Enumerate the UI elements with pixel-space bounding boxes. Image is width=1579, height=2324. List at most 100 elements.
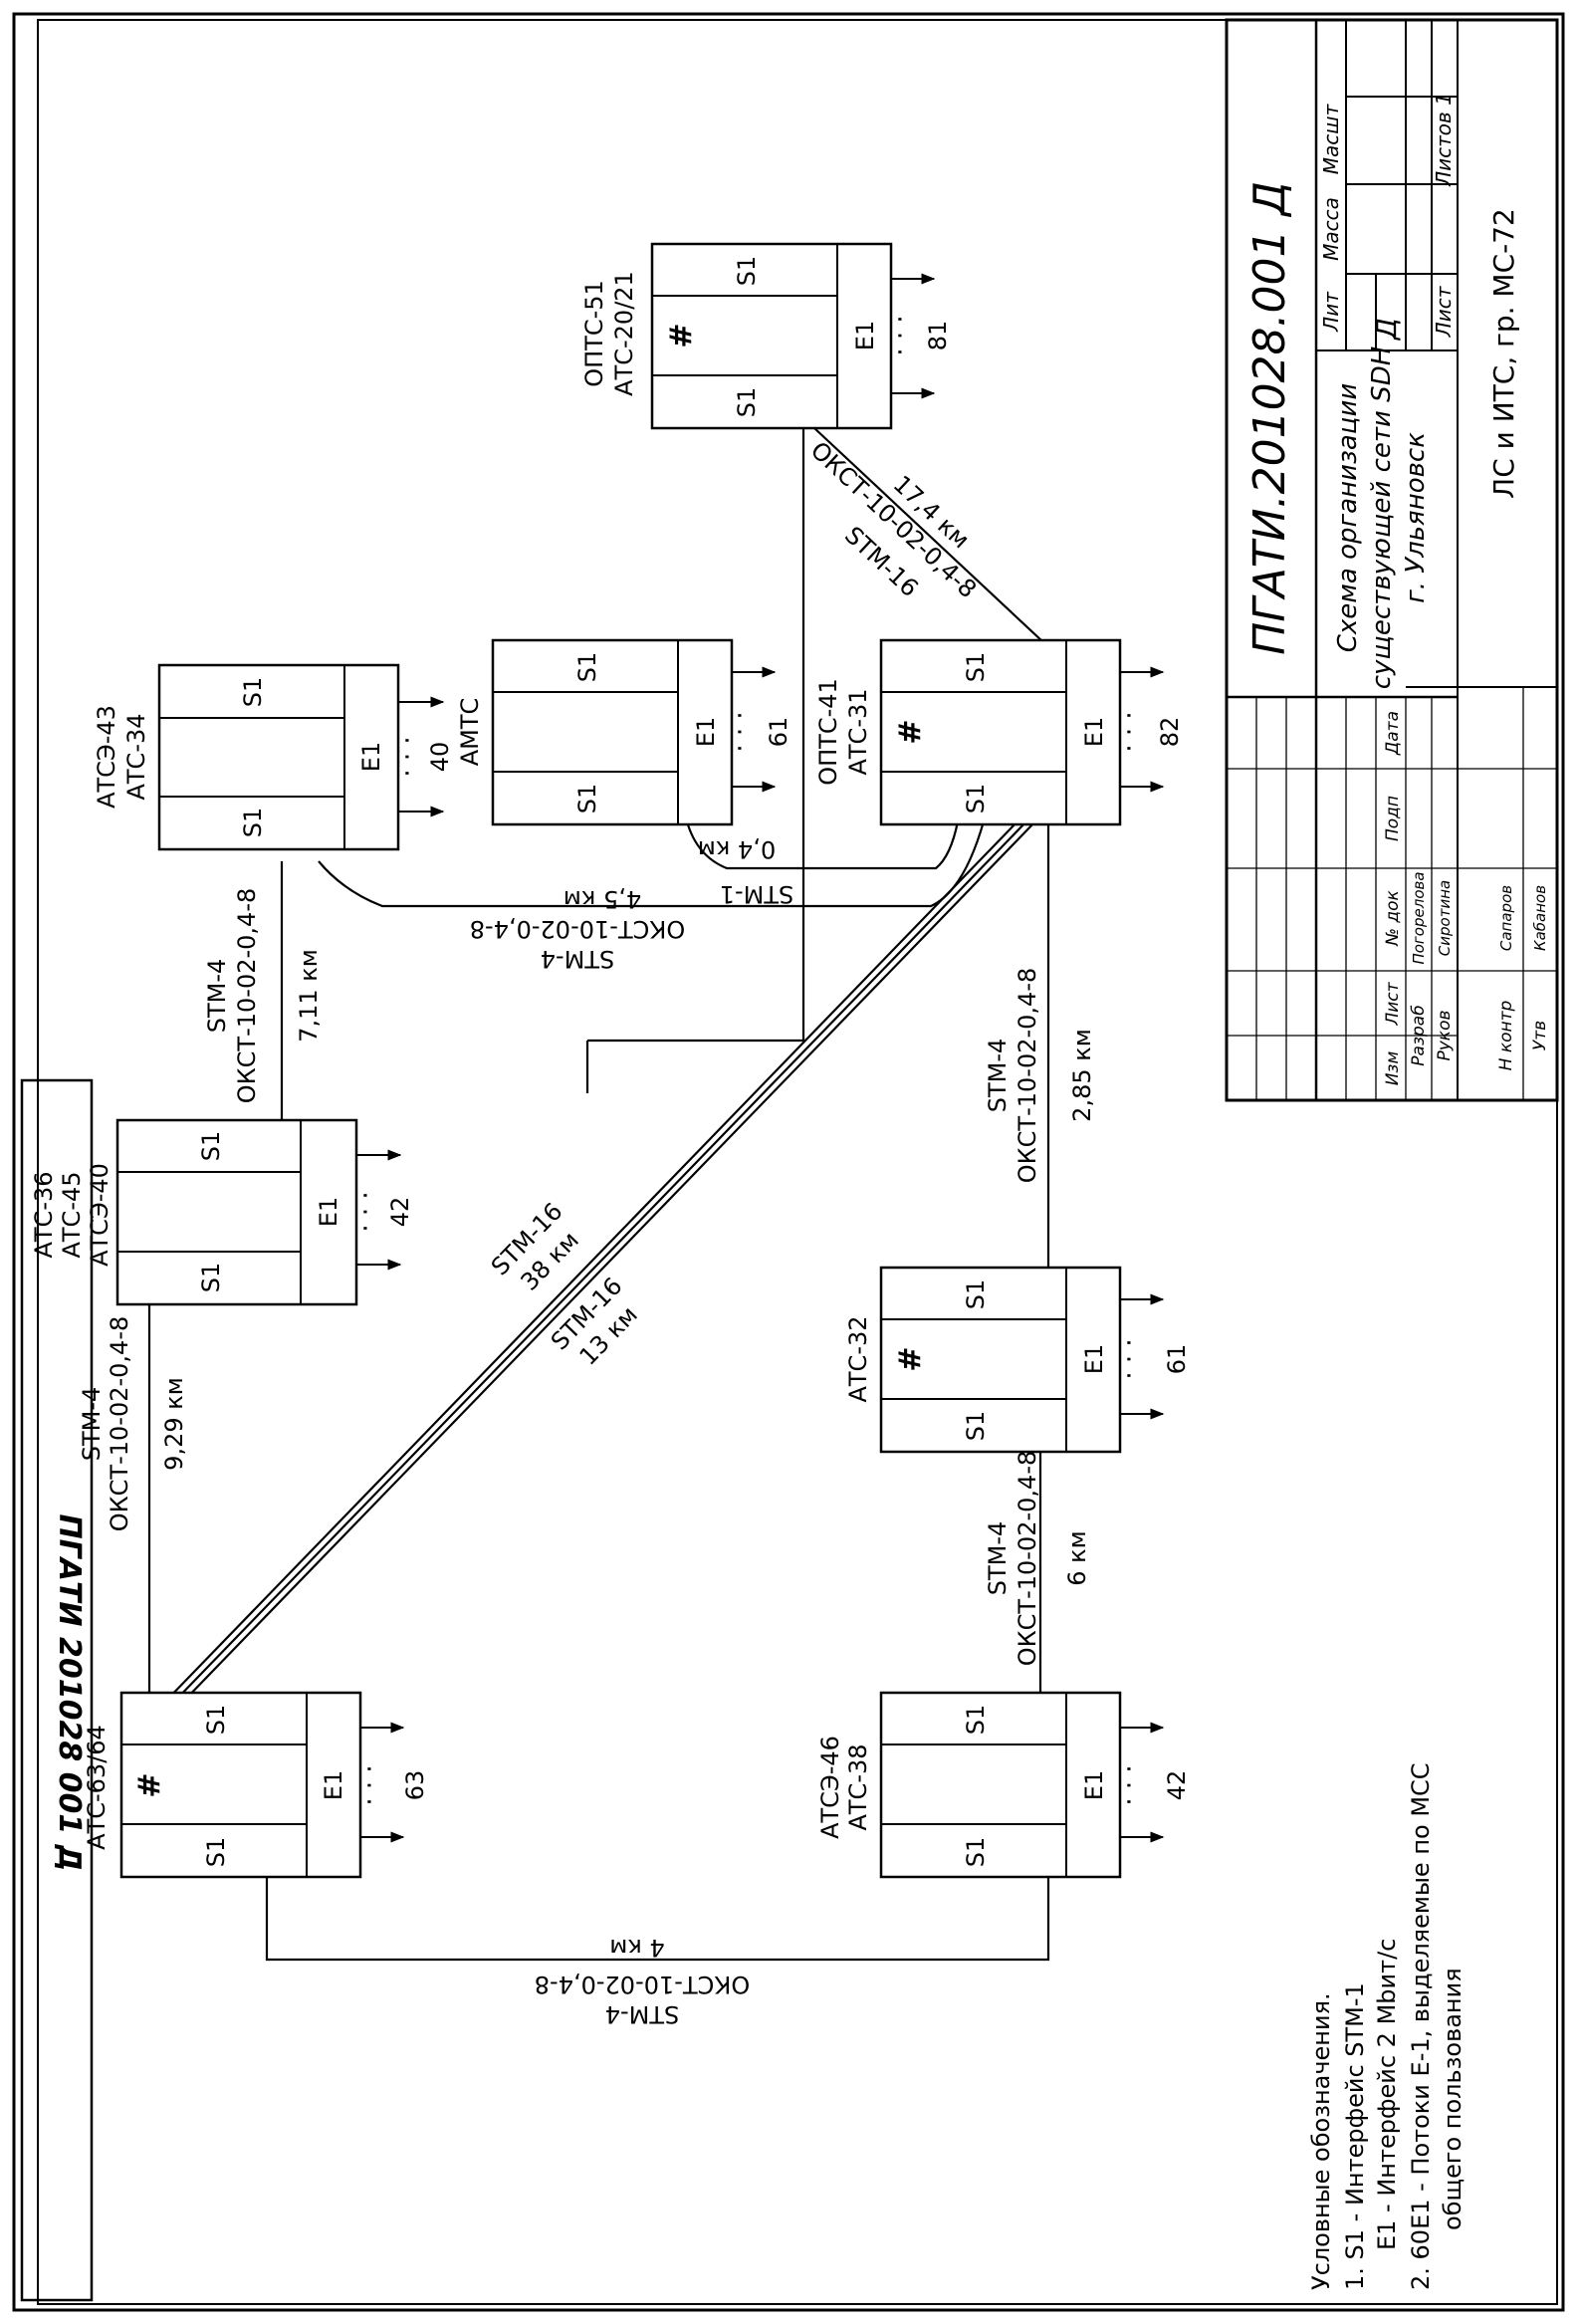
- station-amts-s1-right: S1: [573, 652, 601, 683]
- title-block-rukov: Руков: [1435, 1011, 1455, 1061]
- legend: Условные обозначения. 1. S1 - Интерфейс …: [1307, 1762, 1466, 2290]
- station-opts51-count: 81: [924, 321, 952, 351]
- station-ats46-dots: · · ·: [1115, 1764, 1145, 1805]
- title-block-col-podp: Подп: [1383, 796, 1403, 841]
- station-ats36-name1: АТС-36: [30, 1171, 58, 1258]
- link-31-32-length: 2,85 км: [1068, 1029, 1096, 1122]
- station-ats6364-s1-left: S1: [202, 1837, 230, 1868]
- station-ats34-s1-right: S1: [239, 677, 267, 708]
- station-ats46-s1-right: S1: [962, 1705, 990, 1736]
- station-ats46: АТСЭ-46 АТС-38 S1 S1 E1 · · · 42: [816, 1691, 1191, 1879]
- station-ats6364-name1: АТС-63/64: [83, 1725, 111, 1850]
- link-31-32-type: STM-4: [984, 1039, 1012, 1113]
- title-block-code: ПГАТИ.201028.001 Д: [1244, 181, 1295, 655]
- link-32-46-cable: ОКСТ-10-02-0,4-8: [1014, 1451, 1041, 1667]
- title-block: ПГАТИ.201028.001 Д Схема организации сущ…: [1225, 18, 1559, 1102]
- station-amts: АМТС S1 S1 E1 · · · 61: [456, 638, 792, 826]
- station-ats46-s1-left: S1: [962, 1837, 990, 1868]
- link-3436-36-type: STM-4: [203, 959, 231, 1034]
- title-block-utv-name: Кабанов: [1531, 885, 1549, 951]
- station-ats32-dots: · · ·: [1115, 1338, 1145, 1379]
- link-32-46-length: 6 км: [1063, 1530, 1091, 1586]
- title-block-lit-value: Д: [1370, 318, 1403, 342]
- link-3436-36-cable: ОКСТ-10-02-0,4-8: [233, 888, 261, 1104]
- station-ats34: АТСЭ-43 АТС-34 S1 S1 E1 · · · 40: [93, 663, 454, 851]
- link-31-32-cable: ОКСТ-10-02-0,4-8: [1014, 968, 1041, 1184]
- link-36-6364-length: 9,29 км: [160, 1377, 188, 1471]
- station-ats32-s1-right: S1: [962, 1279, 990, 1310]
- title-block-doc-title-2: существующей сети SDH: [1367, 347, 1397, 690]
- title-block-sheet-label: Лист: [1432, 285, 1456, 338]
- station-ats36: АТС-36 АТС-45 АТСЭ-40 S1 S1 E1 · · · 42: [30, 1118, 414, 1306]
- station-opts51-e1: E1: [851, 321, 879, 350]
- title-block-razrab: Разраб: [1409, 1005, 1429, 1065]
- station-ats36-dots: · · ·: [351, 1191, 381, 1232]
- station-opts41-dots: · · ·: [1115, 711, 1145, 752]
- link-3436-31-cable: ОКСТ-10-02-0,4-8: [470, 915, 686, 943]
- station-opts51-s1-left: S1: [733, 387, 761, 418]
- legend-item-1: 1. S1 - Интерфейс STM-1: [1341, 1982, 1369, 2290]
- connection-lines: [147, 427, 1050, 1962]
- station-opts41-name1: ОПТС-41: [814, 678, 842, 786]
- station-opts51-dots: · · ·: [886, 315, 916, 355]
- station-ats34-s1-left: S1: [239, 808, 267, 838]
- station-opts41-s1-left: S1: [962, 784, 990, 814]
- link-6364-46-length: 4 км: [609, 1934, 665, 1962]
- link-36-6364-type: STM-4: [78, 1387, 106, 1462]
- title-block-lit-label: Лит: [1319, 291, 1343, 333]
- link-amts-31-type: STM-1: [720, 880, 794, 908]
- station-opts51-name1: ОПТС-51: [580, 280, 608, 387]
- title-block-col-list: Лист: [1383, 981, 1403, 1026]
- station-opts51-s1-right: S1: [733, 256, 761, 287]
- link-labels: STM-4 ОКСТ-10-02-0,4-8 7,11 км STM-4 ОКС…: [78, 436, 1096, 2028]
- title-block-razrab-name: Погорелова: [1410, 871, 1428, 964]
- title-block-nkontr: Н контр: [1496, 1000, 1516, 1070]
- vertical-stamp-box: [20, 1078, 94, 2302]
- title-block-col-izm: Изм: [1383, 1051, 1403, 1086]
- link-3436-36-length: 7,11 км: [295, 949, 323, 1043]
- station-ats46-e1: E1: [1080, 1770, 1108, 1800]
- station-ats32-e1: E1: [1080, 1344, 1108, 1374]
- station-opts41: ОПТС-41 АТС-31 S1 S1 # E1 · · · 82: [814, 638, 1184, 826]
- station-ats6364-count: 63: [401, 1770, 429, 1801]
- station-amts-name1: АМТС: [456, 698, 484, 767]
- vertical-designation: ПГАТИ 201028 001 Д: [52, 1514, 87, 1872]
- station-ats46-name1: АТСЭ-46: [816, 1736, 844, 1839]
- title-block-doc-title-3: г. Ульяновск: [1401, 432, 1431, 603]
- title-block-col-ndok: № док: [1383, 890, 1403, 947]
- link-6364-46-cable: ОКСТ-10-02-0,4-8: [535, 1971, 751, 1998]
- station-ats32-name1: АТС-32: [844, 1315, 872, 1402]
- station-opts51: ОПТС-51 АТС-20/21 S1 S1 # E1 · · · 81: [580, 242, 952, 430]
- station-ats34-count: 40: [426, 742, 454, 773]
- link-36-6364-cable: ОКСТ-10-02-0,4-8: [106, 1316, 133, 1532]
- station-amts-s1-left: S1: [573, 784, 601, 814]
- station-opts41-e1: E1: [1080, 717, 1108, 747]
- station-ats36-name3: АТСЭ-40: [86, 1163, 113, 1267]
- station-amts-e1: E1: [692, 717, 720, 747]
- link-amts-31-length: 0,4 км: [698, 835, 776, 863]
- title-block-nkontr-name: Сапаров: [1497, 885, 1515, 951]
- station-opts41-name2: АТС-31: [844, 688, 872, 775]
- station-ats6364: АТС-63/64 S1 S1 # E1 · · · 63: [83, 1691, 429, 1879]
- station-ats34-name1: АТСЭ-43: [93, 705, 120, 809]
- station-ats32: АТС-32 S1 S1 # E1 · · · 61: [844, 1266, 1191, 1454]
- station-ats34-e1: E1: [357, 742, 385, 772]
- title-block-sheets-label: Листов 1: [1432, 93, 1456, 187]
- station-ats6364-e1: E1: [320, 1770, 347, 1800]
- station-opts51-cross: #: [664, 323, 699, 348]
- title-block-mass-label: Масса: [1319, 197, 1343, 261]
- station-ats32-count: 61: [1163, 1344, 1191, 1375]
- station-amts-count: 61: [765, 717, 792, 748]
- title-block-scale-label: Масшт: [1319, 103, 1343, 174]
- legend-item-2: 2. 60E1 - Потоки E-1, выделяемые по МСС: [1407, 1762, 1435, 2290]
- legend-title: Условные обозначения.: [1307, 1992, 1335, 2290]
- legend-item-1b: E1 - Интерфейс 2 Мbит/с: [1373, 1939, 1401, 2250]
- station-ats6364-dots: · · ·: [355, 1764, 385, 1805]
- station-ats36-count: 42: [386, 1197, 414, 1228]
- title-block-org: ЛС и ИТС, гр. МС-72: [1487, 208, 1520, 499]
- station-ats32-cross: #: [893, 1346, 928, 1371]
- title-block-doc-title-1: Схема организации: [1333, 383, 1363, 653]
- title-block-rukov-name: Сиротина: [1436, 880, 1454, 956]
- inner-frame: [37, 19, 1558, 2305]
